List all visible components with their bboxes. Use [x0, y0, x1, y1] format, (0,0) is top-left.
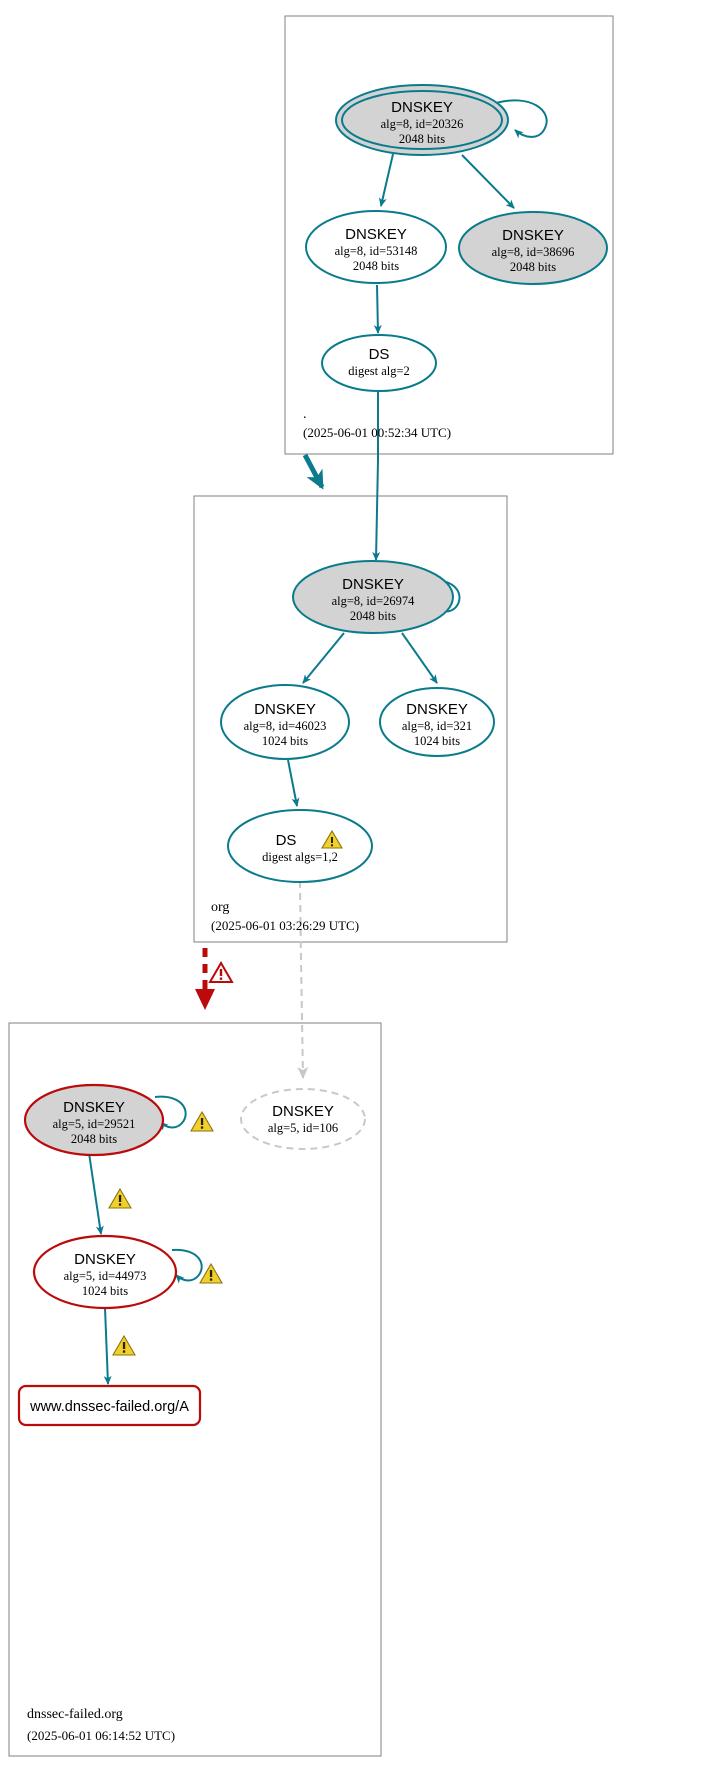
- edge-org-ksk-to-zsk46023: [302, 632, 345, 684]
- node-subtitle-digest: digest algs=1,2: [262, 850, 338, 864]
- edge-df-ksk-to-zsk: [88, 1152, 104, 1235]
- edge-org-zsk-to-ds: [287, 759, 300, 807]
- zone-label-df-name: dnssec-failed.org: [27, 1707, 123, 1722]
- edge-df-ksk-self-sign: [154, 1095, 187, 1131]
- node-subtitle-bits: 2048 bits: [71, 1132, 117, 1146]
- edge-root-to-org-delegation: [302, 453, 325, 490]
- node-org-ksk-26974[interactable]: DNSKEY alg=8, id=26974 2048 bits: [292, 560, 454, 634]
- node-ellipse-inner: [341, 90, 503, 150]
- node-title: DNSKEY: [502, 227, 564, 244]
- node-subtitle-digest: digest alg=2: [348, 364, 410, 378]
- node-title: DS: [276, 832, 297, 849]
- node-ellipse: [220, 684, 350, 760]
- edge-root-ksk-to-ksk38696: [461, 154, 515, 209]
- node-subtitle-alg-id: alg=8, id=38696: [492, 245, 575, 259]
- node-df-zsk-44973[interactable]: DNSKEY alg=5, id=44973 1024 bits: [32, 1234, 178, 1310]
- node-root-ksk-20326[interactable]: DNSKEY alg=8, id=20326 2048 bits: [335, 84, 509, 156]
- node-root-zsk-53148[interactable]: DNSKEY alg=8, id=53148 2048 bits: [305, 210, 447, 284]
- zone-label-root-timestamp: (2025-06-01 00:52:34 UTC): [303, 425, 451, 440]
- zone-label-df-timestamp: (2025-06-01 06:14:52 UTC): [27, 1728, 175, 1743]
- node-title: DS: [369, 346, 390, 363]
- node-ellipse: [240, 1088, 366, 1150]
- edge-root-ksk-to-zsk: [378, 153, 394, 207]
- node-ellipse: [321, 334, 437, 392]
- node-ellipse: [458, 211, 608, 285]
- node-title: DNSKEY: [406, 701, 468, 718]
- warning-triangle-icon: [321, 829, 343, 849]
- node-title: DNSKEY: [74, 1251, 136, 1268]
- zone-label-org-timestamp: (2025-06-01 03:26:29 UTC): [211, 918, 359, 933]
- warning-triangle-icon-df-keysign: [108, 1187, 132, 1209]
- node-df-ksk-29521[interactable]: DNSKEY alg=5, id=29521 2048 bits: [23, 1083, 165, 1157]
- warning-triangle-icon-df-rrsig: [112, 1334, 136, 1356]
- node-ellipse-outer: [335, 84, 509, 156]
- node-ellipse: [292, 560, 454, 634]
- node-org-ds-dnssec-failed[interactable]: DS digest algs=1,2: [227, 809, 373, 883]
- node-title: DNSKEY: [391, 99, 453, 116]
- node-subtitle-alg-id: alg=5, id=106: [268, 1121, 338, 1135]
- node-subtitle-bits: 2048 bits: [350, 609, 396, 623]
- edge-root-ksk-self-sign: [491, 99, 548, 139]
- node-subtitle-alg-id: alg=8, id=20326: [381, 117, 464, 131]
- edge-df-zsk-to-rrset: [103, 1307, 112, 1385]
- zone-label-org-name: org: [211, 900, 229, 915]
- edge-org-ds-to-df-key106: [297, 880, 309, 1079]
- node-subtitle-alg-id: alg=8, id=53148: [335, 244, 418, 258]
- node-org-zsk-46023[interactable]: DNSKEY alg=8, id=46023 1024 bits: [220, 684, 350, 760]
- node-ellipse: [305, 210, 447, 284]
- warning-triangle-icon-df-zsk: [199, 1262, 223, 1284]
- edge-df-zsk-self-sign: [171, 1248, 203, 1284]
- node-title: DNSKEY: [345, 226, 407, 243]
- edge-root-ds-to-org-ksk: [372, 387, 381, 561]
- node-subtitle-bits: 2048 bits: [399, 132, 445, 146]
- node-subtitle-alg-id: alg=8, id=321: [402, 719, 472, 733]
- node-subtitle-alg-id: alg=5, id=44973: [64, 1269, 147, 1283]
- node-ellipse: [227, 809, 373, 883]
- node-org-zsk-321[interactable]: DNSKEY alg=8, id=321 1024 bits: [379, 687, 495, 757]
- node-subtitle-alg-id: alg=8, id=26974: [332, 594, 416, 608]
- node-subtitle-bits: 1024 bits: [262, 734, 308, 748]
- node-title: DNSKEY: [272, 1103, 334, 1120]
- rrset-label: www.dnssec-failed.org/A: [29, 1399, 189, 1415]
- node-ellipse: [32, 1234, 178, 1310]
- node-df-rrset-www-a[interactable]: www.dnssec-failed.org/A: [17, 1384, 202, 1427]
- node-title: DNSKEY: [254, 701, 316, 718]
- edge-org-ksk-to-zsk321: [401, 632, 438, 684]
- node-df-key-106[interactable]: DNSKEY alg=5, id=106: [240, 1088, 366, 1150]
- node-title: DNSKEY: [342, 576, 404, 593]
- node-root-ksk-38696[interactable]: DNSKEY alg=8, id=38696 2048 bits: [458, 211, 608, 285]
- node-subtitle-bits: 1024 bits: [414, 734, 460, 748]
- error-triangle-icon-delegation: [208, 961, 234, 983]
- node-subtitle-bits: 2048 bits: [510, 260, 556, 274]
- edge-root-zsk-to-ds: [373, 284, 382, 334]
- node-title: DNSKEY: [63, 1099, 125, 1116]
- node-subtitle-bits: 2048 bits: [353, 259, 399, 273]
- node-subtitle-bits: 1024 bits: [82, 1284, 128, 1298]
- rrset-box: [17, 1384, 202, 1427]
- zone-label-root-name: .: [303, 407, 307, 422]
- node-subtitle-alg-id: alg=5, id=29521: [53, 1117, 136, 1131]
- node-ellipse: [23, 1083, 165, 1157]
- warning-triangle-icon-df-ksk: [190, 1110, 214, 1132]
- node-subtitle-alg-id: alg=8, id=46023: [244, 719, 327, 733]
- node-ellipse: [379, 687, 495, 757]
- node-root-ds-org[interactable]: DS digest alg=2: [321, 334, 437, 392]
